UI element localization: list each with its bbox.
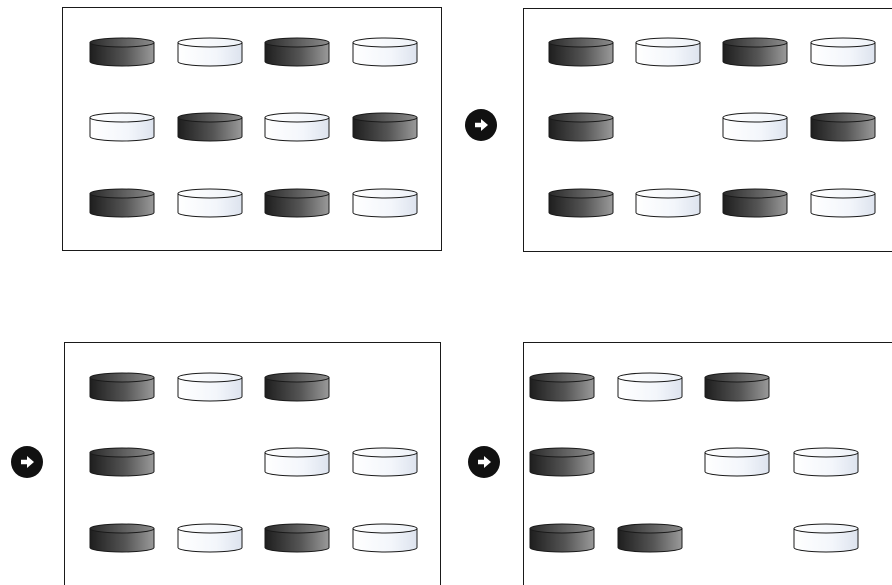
light-disk [177, 37, 243, 67]
light-disk [177, 523, 243, 553]
light-disk [722, 112, 788, 142]
dark-disk [529, 372, 595, 402]
arrow-right-circle-icon [465, 109, 497, 141]
arrow-right-circle-icon [11, 446, 43, 478]
dark-disk [89, 447, 155, 477]
dark-disk [810, 112, 876, 142]
light-disk [264, 112, 330, 142]
light-disk [89, 112, 155, 142]
dark-disk [264, 372, 330, 402]
light-disk [635, 188, 701, 218]
dark-disk [548, 37, 614, 67]
dark-disk [89, 188, 155, 218]
dark-disk [529, 447, 595, 477]
light-disk [352, 523, 418, 553]
dark-disk [529, 523, 595, 553]
dark-disk [548, 112, 614, 142]
dark-disk [352, 112, 418, 142]
panel-3 [64, 342, 441, 585]
light-disk [352, 447, 418, 477]
light-disk [177, 188, 243, 218]
dark-disk [89, 372, 155, 402]
light-disk [810, 37, 876, 67]
arrow-right-circle-icon [468, 446, 500, 478]
light-disk [793, 447, 859, 477]
light-disk [635, 37, 701, 67]
light-disk [810, 188, 876, 218]
light-disk [704, 447, 770, 477]
light-disk [793, 523, 859, 553]
light-disk [352, 188, 418, 218]
panel-4-frame [523, 342, 892, 585]
light-disk [264, 447, 330, 477]
panel-2-frame [523, 8, 892, 252]
light-disk [617, 372, 683, 402]
panel-2 [523, 8, 892, 252]
dark-disk [722, 37, 788, 67]
dark-disk [264, 37, 330, 67]
dark-disk [264, 523, 330, 553]
panel-1 [62, 7, 442, 251]
panel-1-frame [62, 7, 442, 251]
dark-disk [89, 523, 155, 553]
dark-disk [617, 523, 683, 553]
dark-disk [264, 188, 330, 218]
panel-4 [523, 342, 892, 585]
dark-disk [722, 188, 788, 218]
dark-disk [704, 372, 770, 402]
light-disk [177, 372, 243, 402]
panel-3-frame [64, 342, 441, 585]
dark-disk [177, 112, 243, 142]
light-disk [352, 37, 418, 67]
dark-disk [89, 37, 155, 67]
dark-disk [548, 188, 614, 218]
